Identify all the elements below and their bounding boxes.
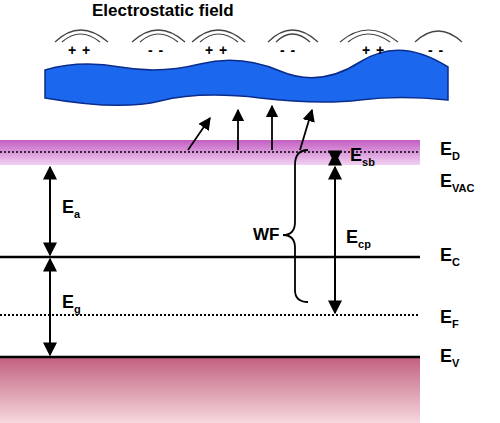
field-title: Electrostatic field — [92, 2, 234, 21]
ef-line — [0, 314, 420, 316]
charge-sign: + + — [362, 43, 385, 58]
energy-label: EF — [440, 308, 459, 330]
charge-sign: - - — [280, 43, 296, 58]
emission-arrows — [188, 106, 312, 150]
charge-sign: - - — [428, 43, 444, 58]
charge-sign: - - — [148, 43, 164, 58]
wf-brace — [283, 150, 308, 302]
charge-sign: + + — [205, 43, 228, 58]
energy-label: Esb — [350, 146, 375, 168]
ec-line — [0, 256, 420, 259]
energy-arrows — [50, 153, 335, 355]
energy-label: Ecp — [346, 228, 371, 250]
energy-label: ED — [440, 140, 460, 162]
work-function-label: WF — [253, 226, 279, 245]
field-arcs — [55, 30, 462, 42]
energy-label: EV — [440, 347, 459, 369]
surface-blob — [45, 50, 448, 105]
ev-line — [0, 356, 420, 359]
valence-band — [0, 357, 420, 423]
energy-label: EC — [440, 246, 460, 268]
energy-label: Ea — [62, 198, 80, 220]
energy-label: Eg — [62, 293, 81, 315]
charge-sign: + + — [68, 43, 91, 58]
energy-label: EVAC — [440, 172, 474, 194]
